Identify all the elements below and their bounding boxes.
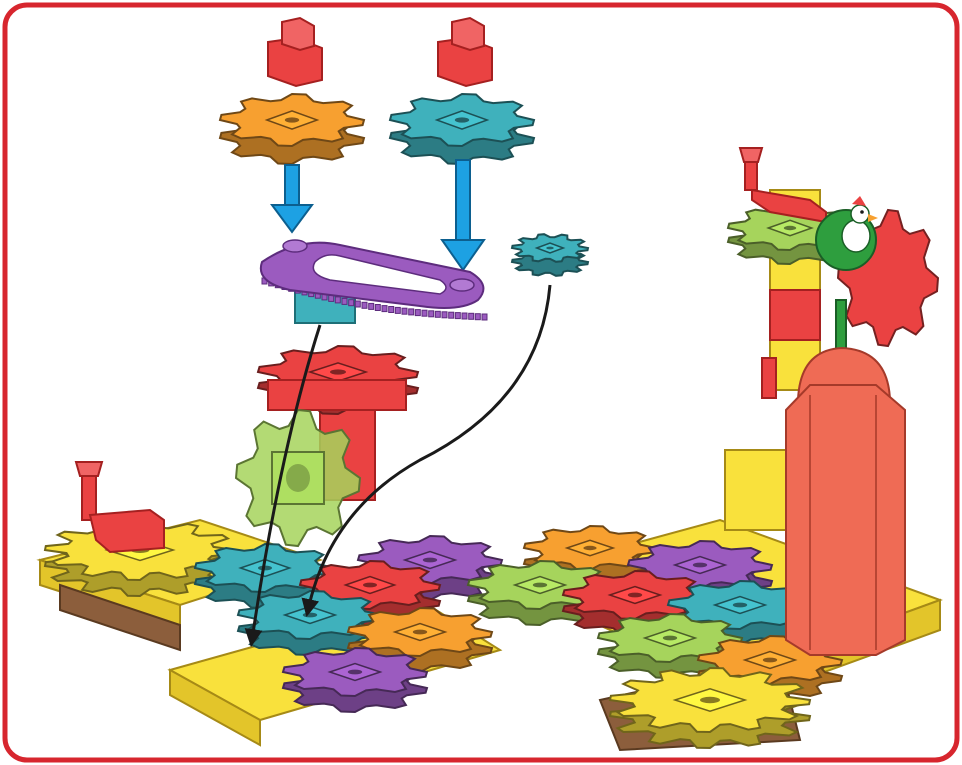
chain-tooth (374, 304, 381, 311)
cap-right (437, 16, 493, 88)
purple-chain-plate (259, 239, 488, 324)
floor-gear (281, 646, 429, 714)
gear-axle-hole (662, 635, 678, 641)
chain-tooth (441, 311, 448, 319)
gear-axle-hole (627, 592, 643, 598)
teal-gear-top (388, 92, 536, 166)
gear-axle-hole (412, 629, 428, 635)
orange-gear-top (218, 92, 366, 166)
gear-axle-hole (732, 602, 748, 608)
gear-axle-hole (363, 582, 377, 588)
gear-axle-hole (258, 565, 272, 571)
gear-axle-hole (454, 117, 470, 123)
pointer-arrows (244, 284, 552, 648)
gear-axle-hole (284, 117, 300, 123)
floor-gear (608, 666, 812, 750)
gear-axle-hole (286, 464, 310, 492)
gear-axle-hole (532, 582, 548, 588)
chain-tooth (354, 300, 361, 308)
cap-left (267, 16, 323, 88)
blue-arrow-right (440, 159, 486, 272)
gear-axle-hole (583, 545, 597, 551)
teal-small-gear (510, 233, 590, 277)
chain-tooth (328, 294, 335, 302)
gear-axle-hole (783, 225, 797, 231)
gear-axle-hole (546, 246, 554, 250)
chain-tooth (434, 310, 441, 318)
chain-tooth (394, 306, 401, 314)
gear-axle-hole (762, 657, 778, 663)
floor-gears (43, 518, 844, 750)
gear-axle-hole (422, 557, 438, 563)
chain-tooth (448, 311, 455, 319)
gear-axle-hole (330, 369, 346, 375)
chain-tooth (414, 309, 421, 317)
blue-arrow-left (270, 164, 314, 234)
chain-tooth (428, 310, 435, 318)
chain-tooth (348, 299, 355, 307)
chain-tooth (408, 308, 415, 316)
gear-axle-hole (700, 696, 720, 704)
crank-handle-right (738, 147, 827, 224)
chain-tooth (388, 306, 395, 313)
chain-tooth (474, 313, 481, 321)
chain-tooth (461, 312, 468, 320)
gear-axle-hole (692, 562, 708, 568)
gear-axle-hole (347, 669, 363, 675)
chain-tooth (381, 305, 388, 313)
lime-gear-vertical (234, 408, 362, 548)
crank-handle-left (74, 461, 165, 554)
gear-axle-hole (302, 612, 318, 618)
chain-tooth (368, 302, 375, 310)
chain-tooth (361, 301, 368, 309)
chain-tooth (481, 313, 488, 321)
chain-tooth (341, 297, 348, 305)
chain-tooth (421, 309, 428, 317)
salmon-tower (785, 299, 906, 656)
rooster-figure (815, 196, 878, 271)
chain-tooth (334, 296, 341, 304)
chain-tooth (454, 312, 461, 320)
chain-tooth (468, 312, 475, 320)
chain-tooth (401, 307, 408, 315)
floor-gear (236, 589, 384, 657)
